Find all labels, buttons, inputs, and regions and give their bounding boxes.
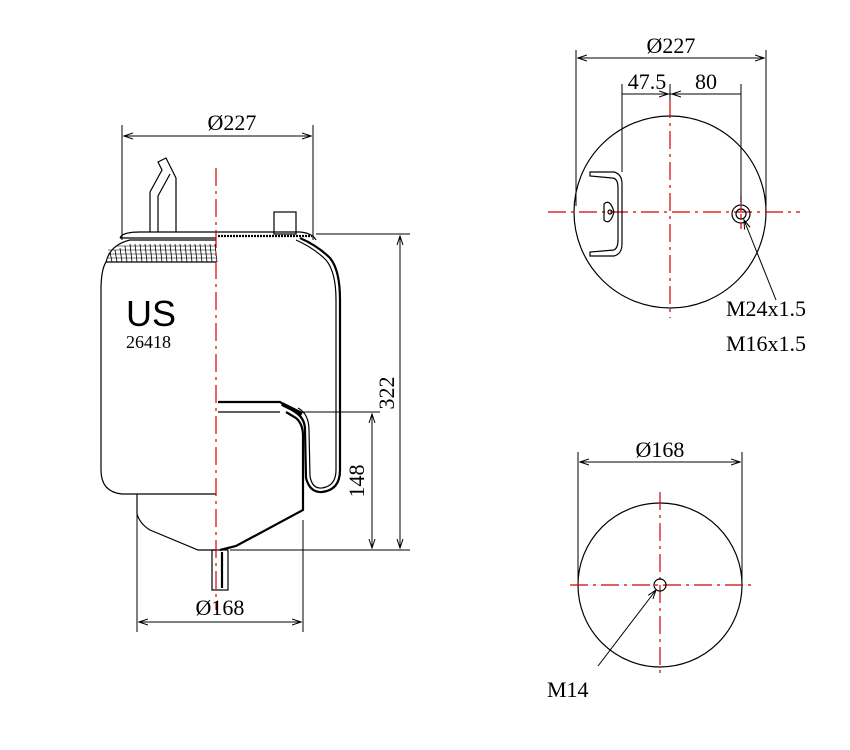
crimp-striation bbox=[199, 243, 203, 263]
crimp-striation bbox=[179, 243, 183, 263]
top-plate bbox=[119, 211, 317, 241]
crimp-striation bbox=[114, 249, 118, 263]
crimp-striation bbox=[134, 243, 138, 263]
bottom-view-stud-hole bbox=[653, 578, 667, 592]
crimp-striation bbox=[204, 243, 208, 263]
offset-right-label: 80 bbox=[695, 69, 717, 94]
crimp-striation bbox=[129, 243, 133, 263]
piston-exterior bbox=[136, 494, 216, 551]
crimp-striation bbox=[164, 243, 168, 263]
rubber-bellow bbox=[100, 261, 216, 495]
bottom-view: Ø168 M14 bbox=[547, 437, 752, 702]
brand-label: US bbox=[126, 293, 176, 334]
side-view: Ø227 bbox=[100, 110, 410, 632]
crimp-striation bbox=[139, 243, 143, 263]
height-total-label: 322 bbox=[374, 377, 399, 410]
crimp-striation bbox=[119, 247, 123, 263]
crimp-striation bbox=[174, 243, 178, 263]
crimp-striation bbox=[159, 243, 163, 263]
crimp-ring bbox=[105, 239, 218, 263]
crimp-striation bbox=[194, 243, 198, 263]
bottom-thread-label: M14 bbox=[547, 677, 589, 702]
side-bottom-diameter-label: Ø168 bbox=[196, 595, 245, 620]
side-top-diameter-label: Ø227 bbox=[208, 110, 257, 135]
crimp-striation bbox=[169, 243, 173, 263]
crimp-striation bbox=[154, 243, 158, 263]
mounting-bracket bbox=[149, 157, 177, 232]
crimp-striation bbox=[149, 243, 153, 263]
crimp-striation bbox=[109, 251, 113, 263]
bottom-diameter-label: Ø168 bbox=[636, 437, 685, 462]
top-view-bracket bbox=[589, 171, 623, 257]
crimp-striation bbox=[144, 243, 148, 263]
top-diameter-label: Ø227 bbox=[647, 33, 696, 58]
thread-2-label: M16x1.5 bbox=[726, 331, 806, 356]
side-height-dimensions: 322 148 bbox=[230, 233, 410, 551]
bottom-stud bbox=[211, 549, 229, 591]
side-top-diameter-dimension: Ø227 bbox=[121, 110, 314, 240]
bellow-section bbox=[218, 236, 342, 552]
thread-1-label: M24x1.5 bbox=[726, 296, 806, 321]
crimp-striation bbox=[189, 243, 193, 263]
part-number-label: 26418 bbox=[126, 332, 171, 352]
crimp-striation bbox=[184, 243, 188, 263]
height-piston-label: 148 bbox=[344, 465, 369, 498]
side-bottom-diameter-dimension: Ø168 bbox=[136, 514, 304, 632]
crimp-striation bbox=[209, 243, 213, 263]
top-view: Ø227 47.5 80 M24x1.5 M16x1.5 bbox=[548, 33, 806, 356]
offset-left-label: 47.5 bbox=[628, 69, 667, 94]
